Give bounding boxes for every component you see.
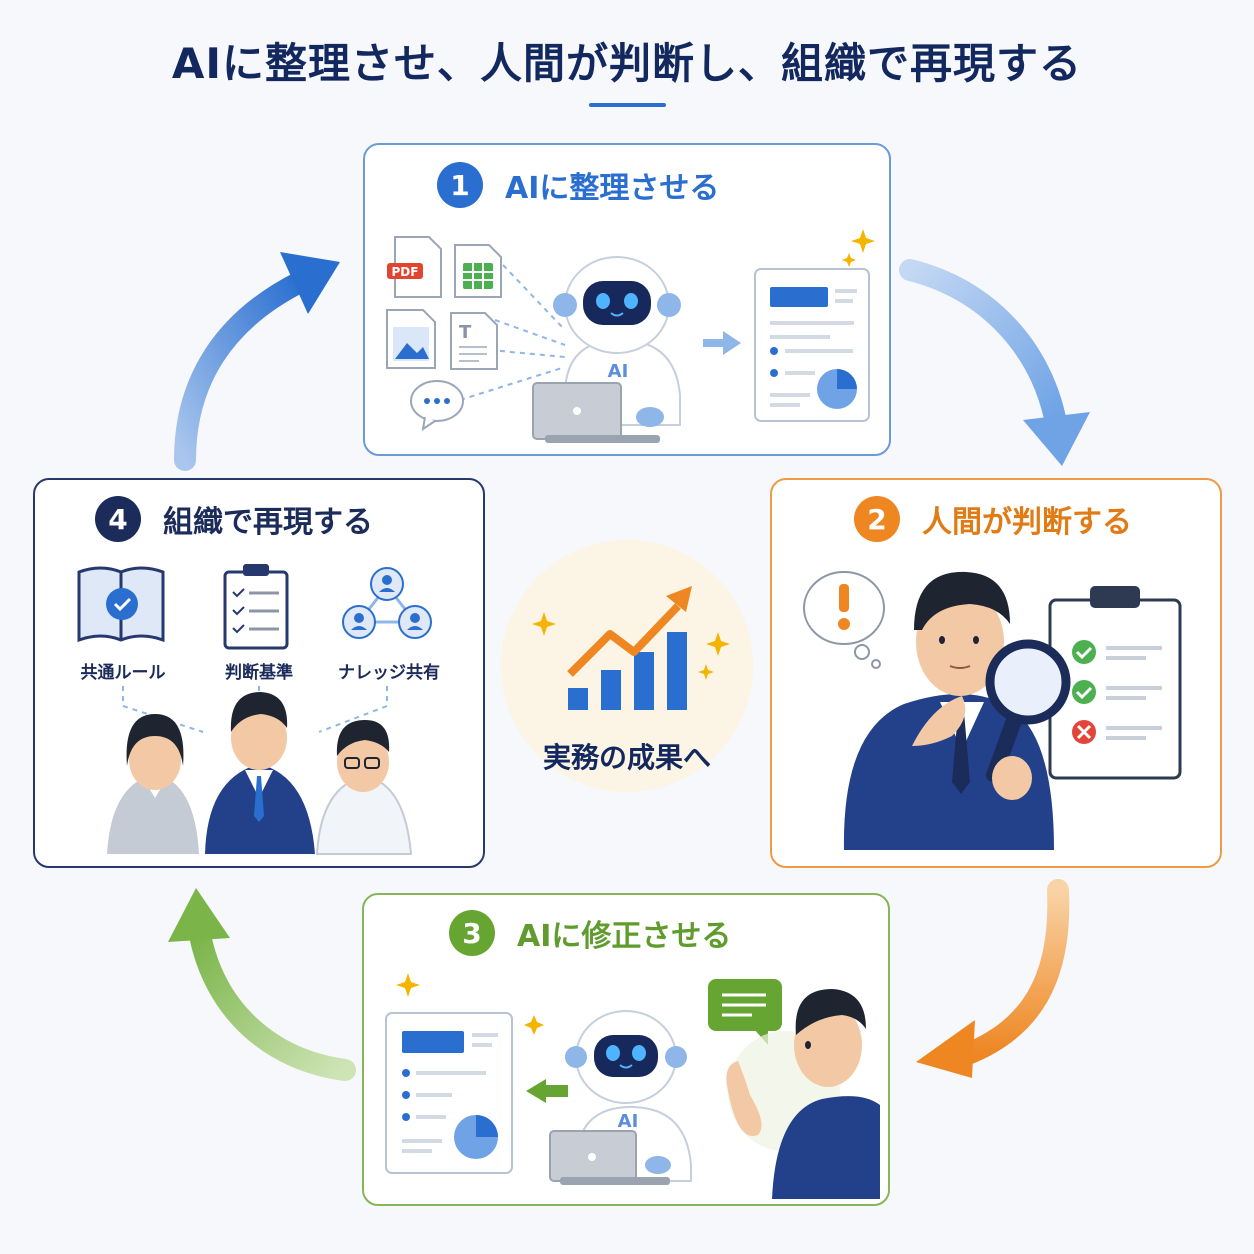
step-4-label: 組織で再現する xyxy=(163,505,373,540)
step-1-label: AIに整理させる xyxy=(505,171,720,206)
step-1-illustration: PDF T xyxy=(386,229,875,443)
document-report-icon xyxy=(754,268,870,422)
step-number-2: 2 xyxy=(854,496,900,542)
center-result-label: 実務の成果へ xyxy=(542,741,711,774)
step-number-4: 4 xyxy=(95,496,141,542)
step-4-header: 4 組織で再現する xyxy=(95,496,373,542)
svg-text:PDF: PDF xyxy=(392,265,419,279)
text-file-icon: T xyxy=(450,312,498,370)
clipboard-checklist-icon xyxy=(223,564,289,650)
thought-exclamation-icon xyxy=(803,571,885,669)
arrow-1-to-2 xyxy=(899,259,1090,466)
document-report-icon xyxy=(385,1012,513,1174)
team-people-icon xyxy=(107,692,413,855)
step-3-illustration: AI xyxy=(385,973,880,1199)
title-underline xyxy=(589,103,666,107)
step-number-3: 3 xyxy=(449,910,495,956)
arrow-4-to-1 xyxy=(174,252,340,471)
step-3-label: AIに修正させる xyxy=(517,919,732,954)
image-file-icon xyxy=(386,309,436,369)
step-card-1: 1 AIに整理させる PDF T xyxy=(363,143,891,456)
shared-rules-label: 共通ルール xyxy=(80,663,166,683)
step-card-2: 2 人間が判断する xyxy=(770,478,1222,868)
book-check-icon xyxy=(77,566,165,643)
svg-text:T: T xyxy=(459,322,472,343)
step-1-header: 1 AIに整理させる xyxy=(437,162,719,208)
step-card-3: 3 AIに修正させる AI xyxy=(362,893,890,1206)
step-3-header: 3 AIに修正させる xyxy=(449,910,731,956)
step-number-1: 1 xyxy=(437,162,483,208)
svg-text:AI: AI xyxy=(618,1111,639,1132)
people-network-icon xyxy=(342,567,432,639)
businessman-icon xyxy=(726,989,880,1199)
arrow-3-to-4 xyxy=(168,888,356,1081)
step-card-4: 4 組織で再現する xyxy=(33,478,485,868)
svg-text:AI: AI xyxy=(608,361,629,382)
chat-bubble-icon xyxy=(410,380,464,432)
arrow-2-to-3 xyxy=(916,879,1070,1078)
robot-icon: AI xyxy=(549,1010,692,1185)
robot-icon: AI xyxy=(532,256,681,443)
judgment-criteria-label: 判断基準 xyxy=(225,663,293,683)
step-2-illustration xyxy=(803,571,1182,850)
step-4-illustration xyxy=(77,564,432,855)
spreadsheet-file-icon xyxy=(454,244,502,298)
step-2-label: 人間が判断する xyxy=(922,505,1132,540)
clipboard-checklist-icon xyxy=(1048,586,1182,780)
knowledge-sharing-label: ナレッジ共有 xyxy=(338,663,440,683)
pdf-file-icon: PDF xyxy=(387,236,442,298)
magnifier-icon xyxy=(985,639,1071,800)
page-title: AIに整理させ、人間が判断し、組織で再現する xyxy=(171,39,1083,88)
step-2-header: 2 人間が判断する xyxy=(854,496,1132,542)
